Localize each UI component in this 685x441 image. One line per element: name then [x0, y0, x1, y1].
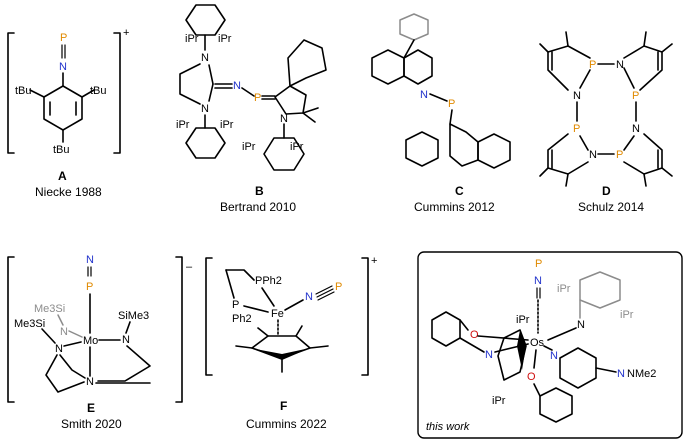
atom-n: N [577, 319, 585, 331]
atom-p: P [589, 59, 596, 71]
atom-p: P [616, 149, 623, 161]
atom-os: Os [530, 337, 545, 349]
bracket-left [205, 257, 213, 376]
substituent-ipr: iPr [620, 309, 634, 321]
atom-n: N [280, 113, 288, 125]
substituent-ipr: iPr [220, 119, 234, 131]
substituent-ipr: iPr [218, 33, 232, 45]
bracket-right [175, 256, 183, 403]
substituent-tbu: tBu [15, 85, 32, 97]
panel-label-a: A [58, 169, 67, 183]
panel-caption-e: Smith 2020 [61, 417, 122, 431]
structure-d: P N N P P N N P D Schulz 2014 [539, 31, 673, 214]
bracket-right [361, 257, 369, 376]
atom-n: N [86, 376, 94, 388]
structure-f: + PPh2 P Ph2 Fe N P F Cummins 2022 [205, 255, 377, 431]
substituent-sime3: SiMe3 [118, 310, 149, 322]
substituent-tbu: tBu [90, 85, 107, 97]
atom-mo: Mo [83, 335, 98, 347]
atom-p: P [335, 281, 342, 293]
structure-e: – N P Mo Me3Si Me3Si SiMe3 N N N N E Smi… [7, 254, 193, 431]
substituent-ipr: iPr [176, 119, 190, 131]
substituent-tbu: tBu [53, 144, 70, 156]
atom-n: N [485, 349, 493, 361]
atom-n: N [550, 350, 558, 362]
atom-n: N [632, 123, 640, 135]
atom-p: P [573, 123, 580, 135]
bracket-right [113, 32, 121, 154]
this-work-label: this work [426, 421, 470, 433]
atom-n: N [616, 59, 624, 71]
atom-p: P [232, 299, 239, 311]
atom-n: N [59, 61, 67, 73]
bracket-left [7, 256, 15, 403]
structure-c: N P C Cummins 2012 [371, 13, 511, 214]
panel-caption-f: Cummins 2022 [246, 417, 327, 431]
substituent-nme2: NMe2 [627, 368, 656, 380]
atom-p: P [60, 32, 67, 44]
panel-caption-c: Cummins 2012 [414, 200, 495, 214]
atom-n: N [86, 254, 94, 266]
substituent-ph2: Ph2 [232, 313, 252, 325]
panel-label-b: B [255, 184, 264, 198]
substituent-ipr: iPr [516, 314, 530, 326]
substituent-ipr: iPr [492, 395, 506, 407]
panel-label-f: F [280, 399, 287, 413]
atom-n: N [122, 334, 130, 346]
atom-fe: Fe [271, 308, 284, 320]
atom-n: N [55, 343, 63, 355]
this-work-panel: P N Os iPr iPr N iPr iPr O N N N NMe2 O … [417, 251, 683, 439]
atom-p: P [254, 92, 261, 104]
atom-p: P [535, 258, 542, 270]
atom-n: N [589, 149, 597, 161]
structure-a: + P N tBu tBu tBu A Niecke 1988 [7, 27, 129, 199]
atom-n: N [233, 80, 241, 92]
bracket-left [7, 32, 15, 154]
atom-n: N [617, 368, 625, 380]
atom-o: O [470, 329, 479, 341]
panel-caption-a: Niecke 1988 [35, 185, 102, 199]
charge-minus: – [186, 261, 193, 273]
atom-n: N [305, 291, 313, 303]
atom-n: N [201, 52, 209, 64]
substituent-ipr: iPr [290, 141, 304, 153]
substituent-ipr: iPr [185, 33, 199, 45]
atom-o: O [527, 371, 536, 383]
atom-p: P [448, 98, 455, 110]
panel-caption-b: Bertrand 2010 [220, 200, 296, 214]
panel-label-c: C [455, 184, 464, 198]
substituent-ipr: iPr [557, 283, 571, 295]
atom-n: N [534, 275, 542, 287]
panel-label-e: E [87, 401, 95, 415]
atom-n: N [573, 90, 581, 102]
structure-b: iPr iPr N N N iPr iPr P N iPr iPr B Bert… [176, 4, 327, 214]
panel-label-d: D [602, 184, 611, 198]
substituent-ipr: iPr [242, 141, 256, 153]
substituent-sime3: Me3Si [14, 318, 45, 330]
atom-p: P [86, 281, 93, 293]
substituent-pph2: PPh2 [255, 275, 282, 287]
atom-n: N [60, 326, 68, 338]
atom-n: N [201, 103, 209, 115]
this-work-frame [417, 251, 683, 439]
charge-plus: + [371, 255, 377, 267]
atom-p: P [632, 90, 639, 102]
atom-n: N [420, 89, 428, 101]
panel-caption-d: Schulz 2014 [578, 200, 644, 214]
charge-plus: + [123, 27, 129, 39]
substituent-sime3: Me3Si [34, 303, 65, 315]
